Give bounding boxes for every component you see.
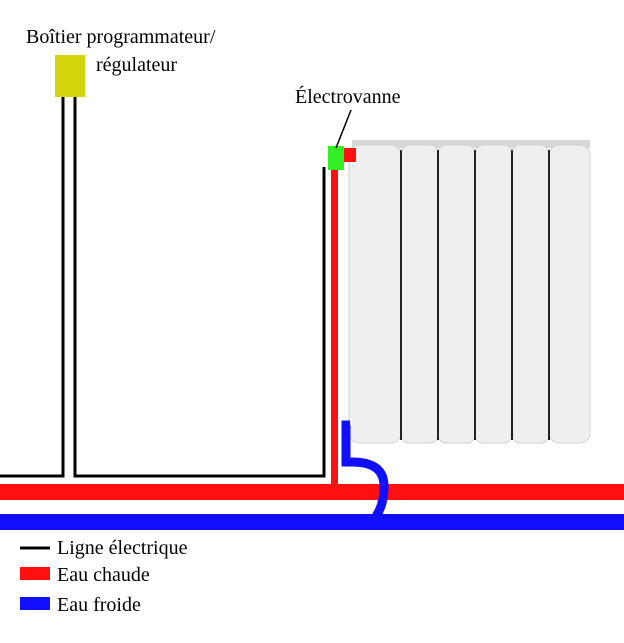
electric-line bbox=[0, 97, 326, 478]
valve-label: Électrovanne bbox=[295, 86, 401, 108]
legend-cold-swatch bbox=[20, 597, 50, 610]
controller-label-line1: Boîtier programmateur/ bbox=[26, 26, 216, 48]
hot-water-pipe bbox=[0, 484, 624, 500]
legend-cold-label: Eau froide bbox=[57, 594, 141, 616]
cold-water-pipe bbox=[0, 514, 624, 530]
legend-hot-label: Eau chaude bbox=[57, 564, 150, 586]
hot-water-inlet bbox=[342, 148, 356, 162]
hot-water-riser bbox=[331, 165, 338, 487]
valve-pointer bbox=[335, 109, 352, 149]
controller-label-line2: régulateur bbox=[96, 54, 178, 76]
controller-box bbox=[55, 55, 85, 97]
radiator bbox=[348, 140, 591, 444]
valve-box bbox=[328, 146, 344, 170]
legend-electric-label: Ligne électrique bbox=[57, 537, 188, 559]
legend-hot-swatch bbox=[20, 567, 50, 580]
cold-water-return bbox=[341, 420, 389, 519]
